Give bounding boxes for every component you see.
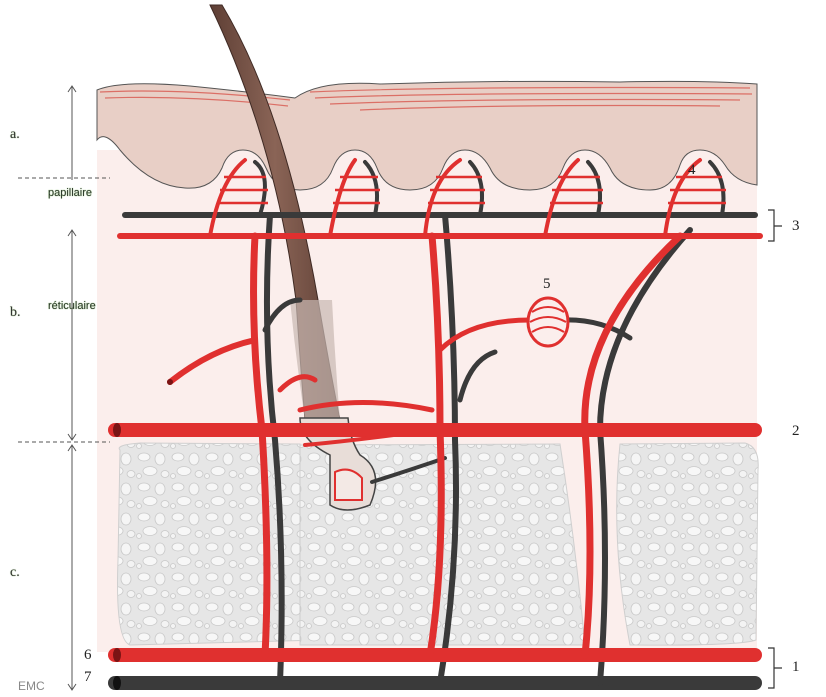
source-credit: EMC	[18, 680, 45, 692]
label-4: 4	[688, 163, 696, 178]
layer-c-label: c.	[10, 566, 20, 580]
reticular-dermis-label: réticulaire	[48, 301, 96, 312]
label-2: 2	[792, 424, 800, 439]
hypodermis	[97, 440, 758, 652]
label-5: 5	[543, 277, 551, 292]
dermis	[97, 150, 757, 442]
layer-a-label: a.	[10, 128, 20, 142]
label-1: 1	[792, 660, 800, 675]
right-braces	[768, 210, 782, 688]
label-6: 6	[84, 648, 92, 663]
layer-b-label: b.	[10, 306, 21, 320]
layer-scale	[18, 86, 110, 690]
label-3: 3	[792, 219, 800, 234]
papillary-dermis-label: papillaire	[48, 188, 92, 199]
epidermis	[97, 81, 757, 190]
glomus-structure	[528, 298, 568, 346]
label-7: 7	[84, 670, 92, 685]
